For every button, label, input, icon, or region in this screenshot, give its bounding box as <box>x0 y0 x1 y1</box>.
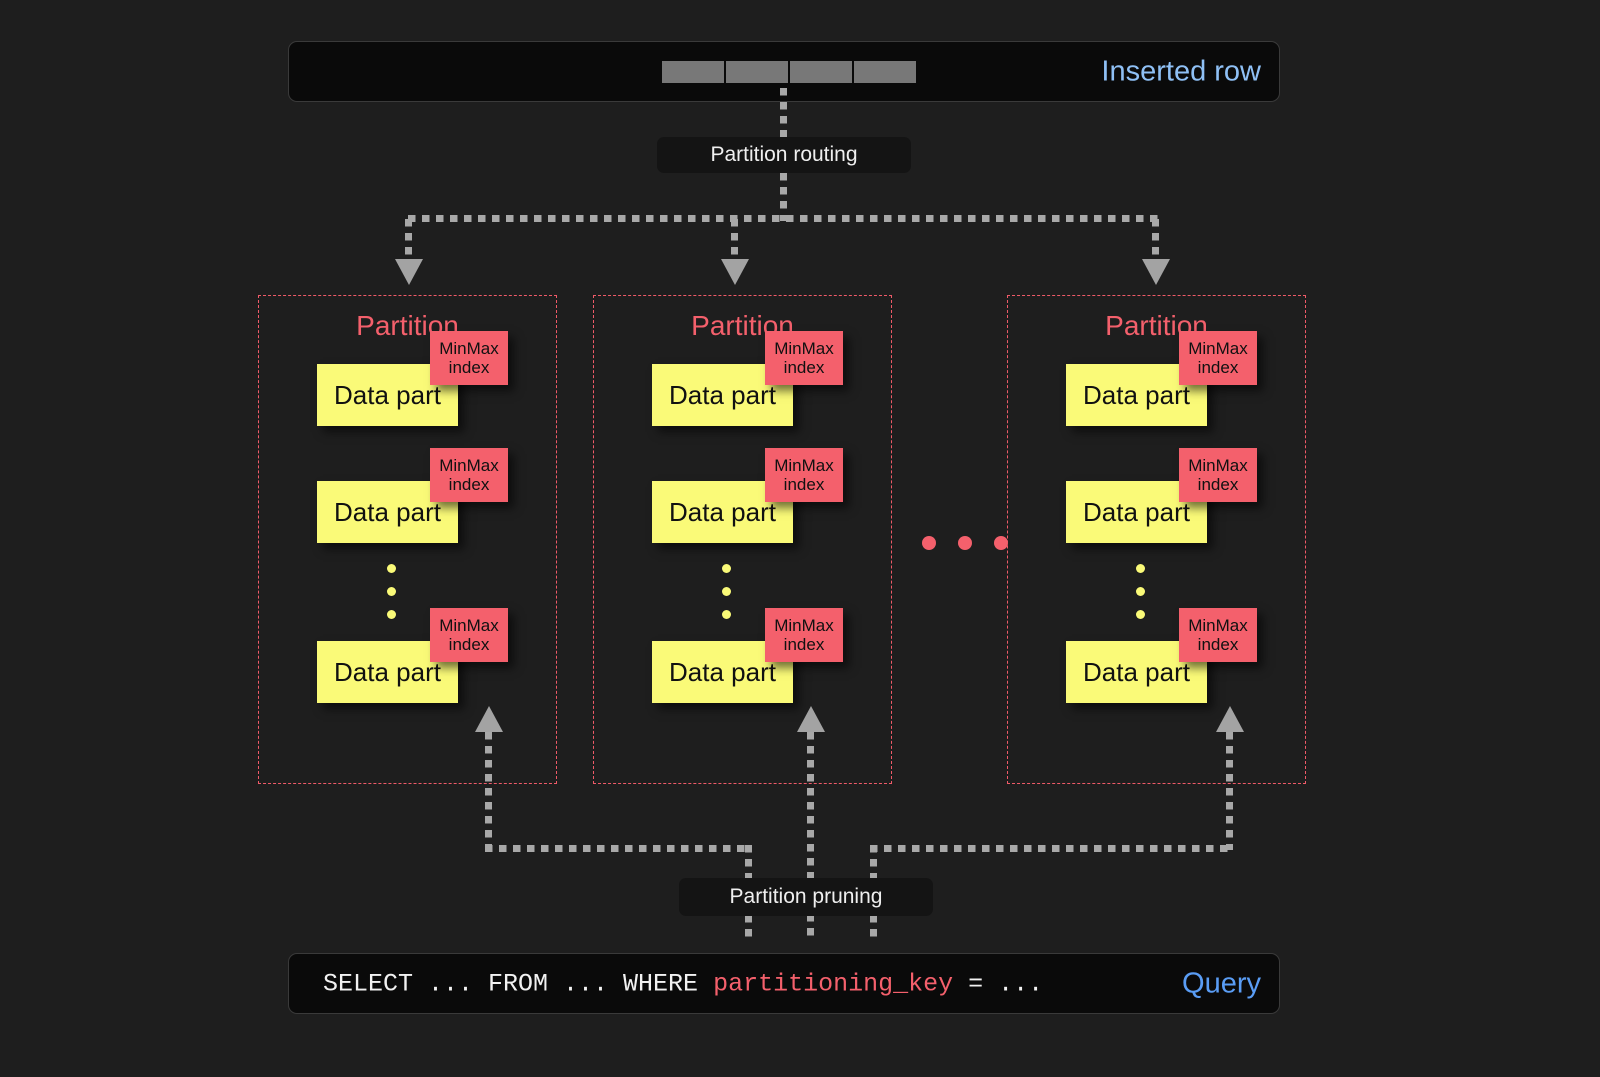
minmax-index-line-1: MinMax <box>1188 338 1248 358</box>
connector-row-to-routing <box>780 88 787 140</box>
minmax-index-line-2: index <box>783 358 825 377</box>
connector-pruning-bus-left <box>485 845 747 852</box>
minmax-index-box[interactable]: MinMax index <box>765 448 843 502</box>
minmax-index-line-2: index <box>783 635 825 654</box>
query-partitioning-key: partitioning_key <box>713 969 954 998</box>
connector-pruning-branch-1 <box>485 732 492 850</box>
minmax-index-line-2: index <box>1197 635 1239 654</box>
query-bar: SELECT ... FROM ... WHERE partitioning_k… <box>288 953 1280 1014</box>
partition-box-2[interactable]: Partition MinMax index Data part MinMax … <box>593 295 892 784</box>
arrow-down-partition-1 <box>395 259 423 285</box>
minmax-index-line-1: MinMax <box>774 455 834 475</box>
minmax-index-line-1: MinMax <box>439 615 499 635</box>
minmax-index-line-2: index <box>783 475 825 494</box>
arrow-up-partition-1 <box>475 706 503 732</box>
partition-box-3[interactable]: Partition MinMax index Data part MinMax … <box>1007 295 1306 784</box>
row-cell <box>789 60 853 84</box>
query-prefix: SELECT ... FROM ... WHERE <box>323 969 714 998</box>
minmax-index-box[interactable]: MinMax index <box>765 608 843 662</box>
data-part-vertical-ellipsis <box>387 564 396 633</box>
partition-title: Partition <box>1105 310 1208 341</box>
minmax-index-line-2: index <box>448 475 490 494</box>
inserted-row-cells <box>661 60 917 84</box>
connector-routing-branch-1 <box>405 219 412 263</box>
minmax-index-box[interactable]: MinMax index <box>430 331 508 385</box>
minmax-index-line-1: MinMax <box>439 338 499 358</box>
partition-title: Partition <box>691 310 794 341</box>
minmax-index-line-1: MinMax <box>1188 615 1248 635</box>
minmax-index-box[interactable]: MinMax index <box>1179 608 1257 662</box>
connector-routing-down <box>780 173 787 221</box>
connector-routing-bus <box>408 215 1162 222</box>
data-part-vertical-ellipsis <box>1136 564 1145 633</box>
minmax-index-line-1: MinMax <box>439 455 499 475</box>
query-label: Query <box>1182 967 1261 999</box>
minmax-index-box[interactable]: MinMax index <box>430 448 508 502</box>
partition-routing-box[interactable]: Partition routing <box>657 137 911 173</box>
connector-routing-branch-2 <box>731 219 738 263</box>
minmax-index-line-1: MinMax <box>774 338 834 358</box>
partition-box-1[interactable]: Partition MinMax index Data part MinMax … <box>258 295 557 784</box>
partition-routing-label: Partition routing <box>710 143 858 166</box>
row-cell <box>725 60 789 84</box>
minmax-index-line-1: MinMax <box>1188 455 1248 475</box>
minmax-index-box[interactable]: MinMax index <box>765 331 843 385</box>
minmax-index-box[interactable]: MinMax index <box>430 608 508 662</box>
minmax-index-line-1: MinMax <box>774 615 834 635</box>
partitions-horizontal-ellipsis <box>922 536 1008 550</box>
arrow-up-partition-3 <box>1216 706 1244 732</box>
data-part-box[interactable]: Data part <box>317 641 458 703</box>
connector-pruning-branch-2 <box>807 732 814 942</box>
arrow-down-partition-2 <box>721 259 749 285</box>
connector-pruning-bus-right <box>870 845 1230 852</box>
row-cell <box>661 60 725 84</box>
data-part-box[interactable]: Data part <box>1066 364 1207 426</box>
inserted-row-bar: Inserted row <box>288 41 1280 102</box>
arrow-up-partition-2 <box>797 706 825 732</box>
minmax-index-box[interactable]: MinMax index <box>1179 331 1257 385</box>
minmax-index-line-2: index <box>448 358 490 377</box>
query-sql-text: SELECT ... FROM ... WHERE partitioning_k… <box>323 969 1043 998</box>
query-suffix: = ... <box>953 969 1044 998</box>
minmax-index-box[interactable]: MinMax index <box>1179 448 1257 502</box>
row-cell <box>853 60 917 84</box>
minmax-index-line-2: index <box>1197 475 1239 494</box>
minmax-index-line-2: index <box>1197 358 1239 377</box>
connector-routing-branch-3 <box>1152 219 1159 263</box>
arrow-down-partition-3 <box>1142 259 1170 285</box>
partition-pruning-label: Partition pruning <box>729 885 883 908</box>
connector-pruning-branch-3 <box>1226 732 1233 850</box>
minmax-index-line-2: index <box>448 635 490 654</box>
partition-title: Partition <box>356 310 459 341</box>
inserted-row-label: Inserted row <box>1101 55 1261 87</box>
partition-pruning-box[interactable]: Partition pruning <box>679 878 933 916</box>
data-part-vertical-ellipsis <box>722 564 731 633</box>
